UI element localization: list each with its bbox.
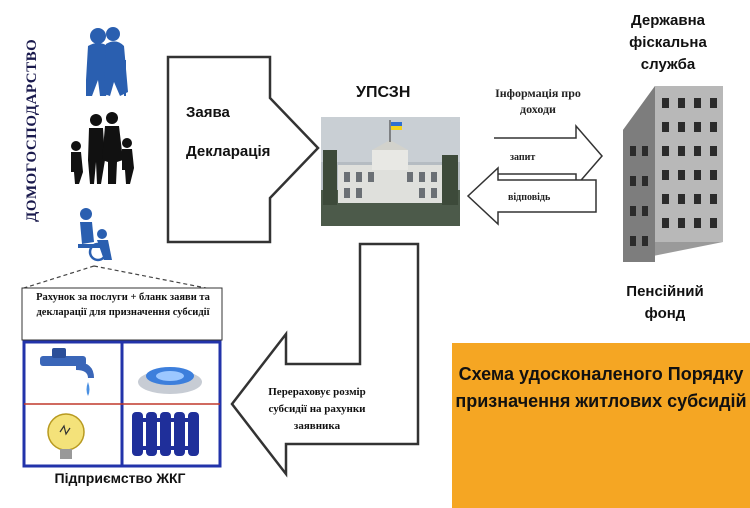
light-bulb-icon [47, 413, 85, 459]
gas-burner-icon [138, 367, 202, 394]
scheme-title: Схема удосконаленого Порядку призначення… [455, 364, 747, 411]
tax-office-building-icon [623, 86, 723, 262]
elderly-couple-icon [86, 27, 128, 96]
pension-fund-label: Пенсійний фонд [626, 283, 704, 322]
wheelchair-icon [78, 208, 112, 262]
bill-note: Рахунок за послуги + бланк заяви та декл… [36, 292, 210, 318]
bill-box [21, 287, 223, 341]
upszn-building-photo [321, 117, 460, 226]
response-arrow [466, 166, 597, 226]
utility-company-label: Підприємство ЖКГ [54, 470, 186, 486]
radiator-icon [132, 412, 199, 456]
request-label: запит [510, 152, 536, 163]
recalc-label: Перераховує розмір субсидії на рахунки з… [268, 386, 366, 432]
application-label: Заява [186, 104, 230, 121]
upszn-title: УПСЗН [356, 84, 411, 101]
declaration-label: Декларація [186, 143, 271, 160]
scheme-title-box [452, 343, 750, 508]
application-arrow [166, 55, 320, 244]
request-arrow [494, 123, 603, 189]
water-tap-icon [40, 348, 94, 396]
income-info-title: Інформація про доходи [495, 86, 581, 116]
family-icon [71, 112, 134, 184]
response-label: відповідь [508, 192, 551, 203]
dashed-connector [23, 265, 207, 289]
household-label: ДОМОГОСПОДАРСТВО [24, 38, 40, 222]
recalc-arrow [230, 242, 420, 478]
tax-service-label: Державна фіскальна служба [629, 12, 707, 73]
